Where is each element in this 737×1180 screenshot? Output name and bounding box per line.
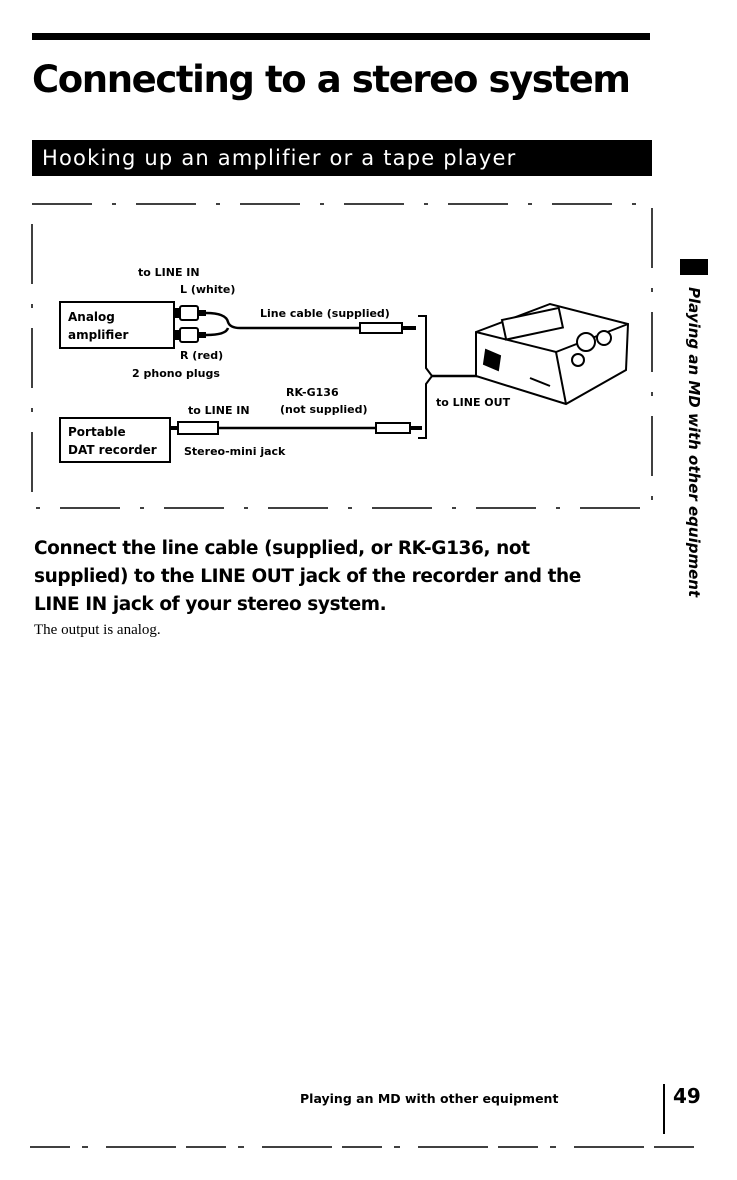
- stereo-mini-jack-label: Stereo-mini jack: [184, 445, 286, 458]
- phono-plugs-label: 2 phono plugs: [132, 367, 220, 380]
- page-number: 49: [673, 1084, 701, 1108]
- chapter-tab-marker: [680, 259, 708, 275]
- left-white-label: L (white): [180, 283, 235, 296]
- md-recorder-icon: [475, 302, 630, 406]
- to-line-in-top-label: to LINE IN: [138, 266, 200, 279]
- analog-amplifier-box: [59, 301, 175, 349]
- dat-recorder-label-1: Portable: [68, 425, 126, 439]
- chapter-side-label: Playing an MD with other equipment: [685, 287, 703, 598]
- mini-plug-bottom-right-icon: [375, 422, 422, 434]
- footer-section-title: Playing an MD with other equipment: [300, 1091, 559, 1106]
- dat-recorder-box: [59, 417, 171, 463]
- right-red-label: R (red): [180, 349, 223, 362]
- to-line-in-bottom-label: to LINE IN: [188, 404, 250, 417]
- phono-plug-left-icon: [174, 305, 206, 321]
- phono-plug-right-icon: [174, 327, 206, 343]
- top-rule: [32, 33, 650, 40]
- bottom-rule: [30, 1146, 706, 1148]
- cable-bracket: [418, 315, 434, 439]
- instruction-text: Connect the line cable (supplied, or RK-…: [34, 538, 581, 615]
- footer-divider: [663, 1084, 665, 1134]
- note-text: The output is analog.: [34, 622, 161, 638]
- diagram-frame: [31, 203, 653, 509]
- analog-amplifier-label-1: Analog: [68, 310, 115, 324]
- line-cable-label: Line cable (supplied): [260, 307, 390, 320]
- to-line-out-label: to LINE OUT: [436, 396, 511, 409]
- dat-recorder-label-2: DAT recorder: [68, 443, 157, 457]
- rk-model-label: RK-G136: [286, 386, 339, 399]
- mini-plug-bottom-left-icon: [170, 421, 219, 435]
- page-title: Connecting to a stereo system: [32, 58, 631, 101]
- mini-plug-top-icon: [359, 322, 416, 334]
- not-supplied-label: (not supplied): [280, 403, 368, 416]
- connection-diagram: Analog amplifier to LINE IN L (white) Li…: [30, 200, 656, 512]
- analog-amplifier-label-2: amplifier: [68, 328, 128, 342]
- section-heading: Hooking up an amplifier or a tape player: [32, 140, 652, 176]
